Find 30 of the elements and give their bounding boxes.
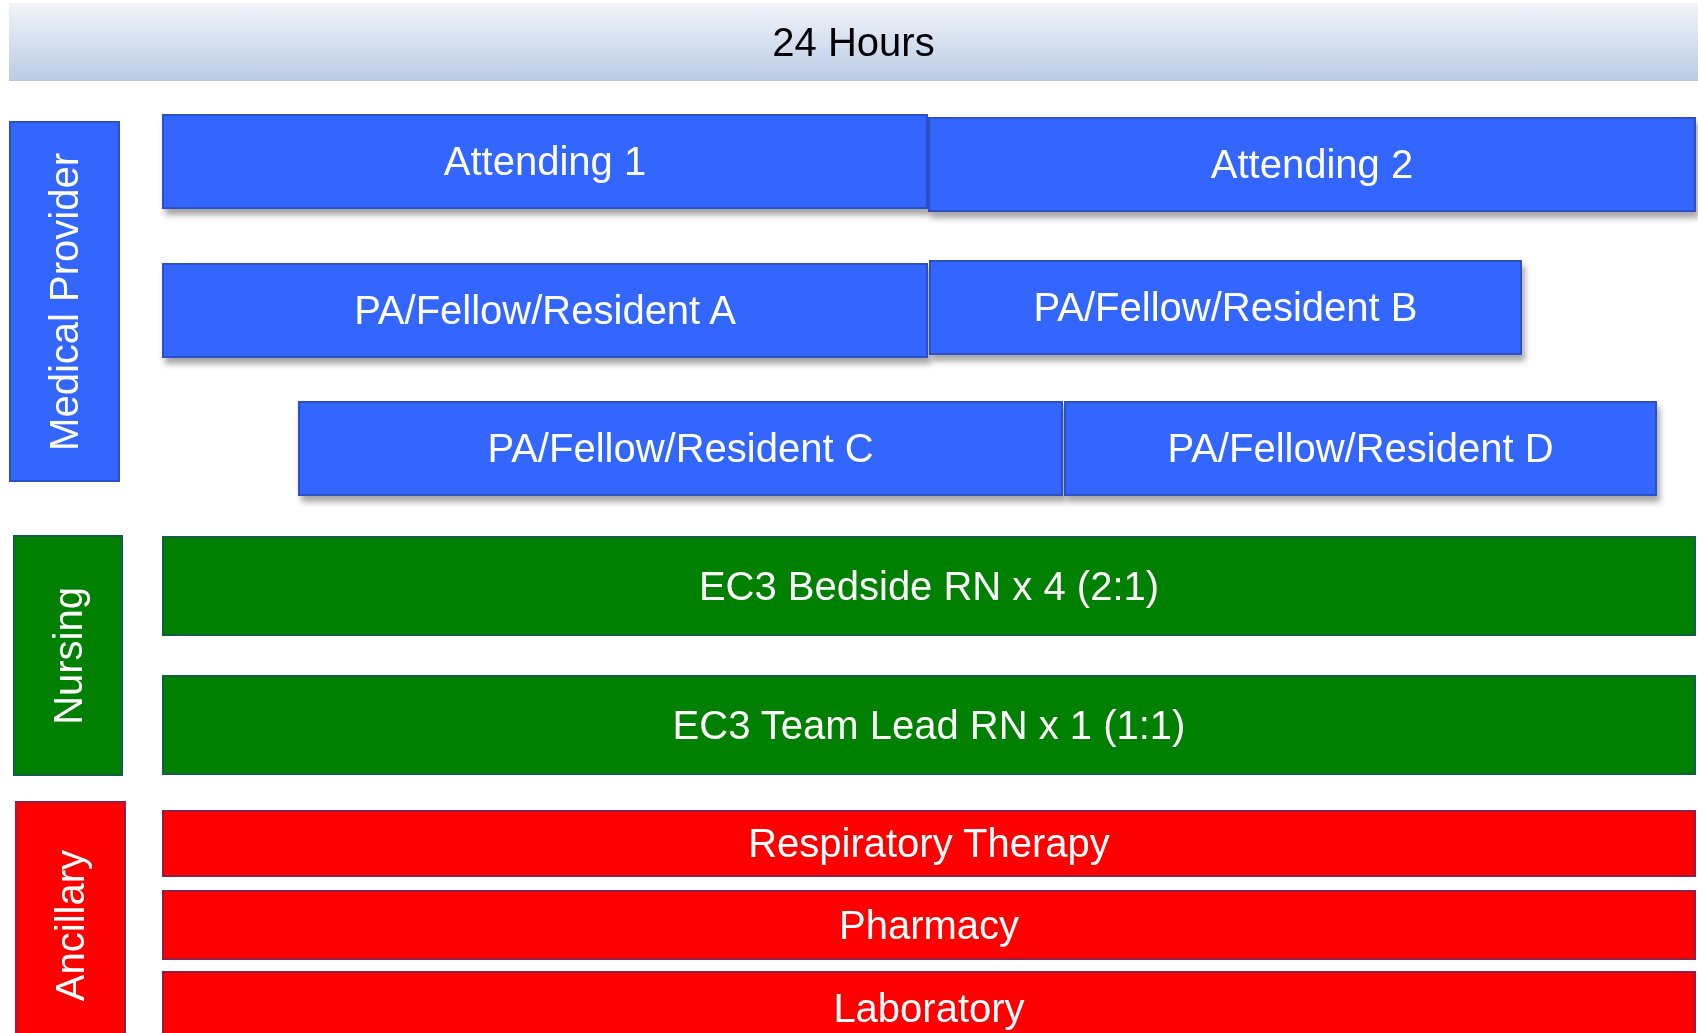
shift-label: Attending 2 — [1210, 142, 1414, 187]
shift-bar — [162, 971, 1696, 1033]
shift-bar — [929, 260, 1522, 355]
header-label: 24 Hours — [772, 19, 935, 65]
category-label-bar — [13, 535, 123, 776]
shift-bar — [1064, 401, 1657, 496]
category-label-bar — [15, 801, 126, 1033]
shift-label: PA/Fellow/Resident A — [354, 288, 736, 333]
shift-bar — [162, 675, 1696, 775]
category-label: Nursing — [45, 586, 91, 725]
shift-label: Pharmacy — [838, 902, 1020, 948]
category-label: Ancillary — [48, 850, 93, 1002]
shift-bar — [162, 536, 1696, 636]
category-label: Medical Provider — [42, 152, 87, 451]
shift-bar — [162, 114, 928, 209]
shift-label: EC3 Team Lead RN x 1 (1:1) — [672, 702, 1186, 748]
shift-label: PA/Fellow/Resident D — [1167, 426, 1554, 471]
shift-bar — [298, 401, 1063, 496]
shift-bar — [162, 890, 1696, 960]
shift-label: Attending 1 — [443, 139, 647, 184]
shift-label: Laboratory — [833, 986, 1025, 1031]
timeline-header-band — [9, 3, 1698, 81]
shift-label: Respiratory Therapy — [748, 821, 1110, 866]
shift-bar — [162, 263, 928, 358]
shift-label: PA/Fellow/Resident C — [487, 426, 874, 471]
shift-label: PA/Fellow/Resident B — [1033, 285, 1418, 330]
shift-bar — [162, 810, 1696, 877]
shift-label: EC3 Bedside RN x 4 (2:1) — [698, 563, 1160, 609]
shift-bar — [928, 117, 1696, 212]
category-label-bar — [9, 121, 120, 482]
